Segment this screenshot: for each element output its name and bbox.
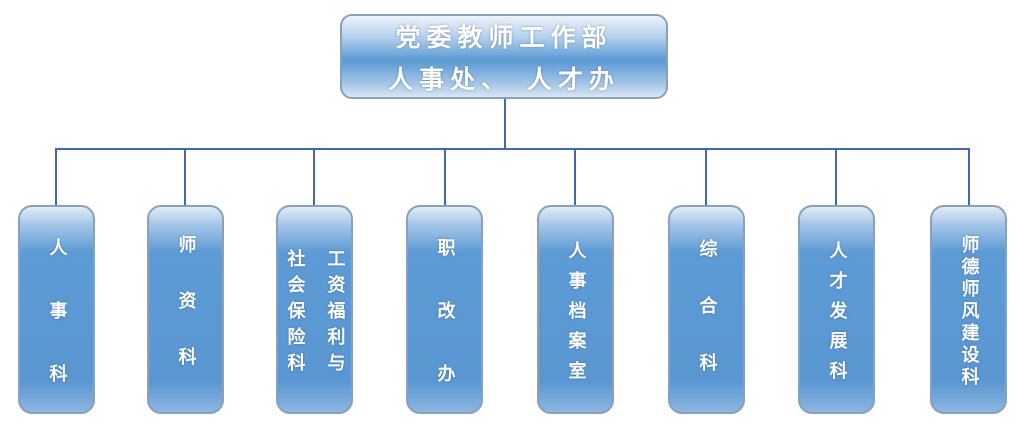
node-label: 人事科 [46,237,68,427]
child-connector [55,148,57,205]
root-title-line2: 人事处、 人才办 [388,64,620,94]
node-salary-insurance-section: 工资福利与 社会保险科 [276,205,353,414]
node-label-col1: 工资福利与 [324,248,346,379]
node-personnel-section: 人事科 [18,205,95,427]
node-talent-development: 人才发展科 [798,205,875,414]
node-label: 师资科 [175,234,197,403]
child-connector [835,148,837,205]
child-connector [184,148,186,205]
root-node: 党委教师工作部 人事处、 人才办 [340,14,668,99]
node-general-section: 综合科 [668,205,745,414]
node-label: 职改办 [434,237,456,427]
root-connector [504,99,506,150]
node-faculty-section: 师资科 [147,205,224,414]
child-connector [313,148,315,205]
node-label: 综合科 [696,238,718,410]
horizontal-bus [55,148,970,150]
child-connector [705,148,707,205]
child-connector [444,148,446,205]
node-label: 师德师风建设科 [958,234,980,389]
node-personnel-archives: 人事档案室 [537,205,614,414]
child-connector [574,148,576,205]
node-label: 人事档案室 [565,240,587,391]
node-label: 人才发展科 [826,240,848,391]
root-title-line1: 党委教师工作部 [395,22,613,52]
child-connector [968,148,970,205]
node-label-col2: 社会保险科 [284,248,306,379]
node-title-reform-office: 职改办 [406,205,483,427]
node-ethics-section: 师德师风建设科 [930,205,1007,414]
